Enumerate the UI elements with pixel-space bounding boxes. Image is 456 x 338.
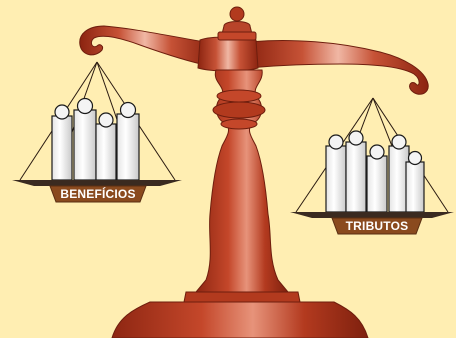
left-person-3: [95, 112, 117, 181]
left-pan-band: [49, 185, 147, 203]
scale-base: [111, 291, 369, 338]
right-person-2: [345, 130, 367, 213]
people-columns-icon-right: [325, 130, 425, 213]
left-pan-label: BENEFÍCIOS: [60, 186, 135, 201]
right-pan-band: [331, 217, 423, 235]
left-pan-assembly: BENEFÍCIOS: [12, 61, 182, 203]
left-person-4: [116, 101, 140, 181]
left-pan-rim: [12, 180, 182, 186]
right-person-4: [388, 134, 410, 213]
right-pan-rim: [290, 212, 454, 218]
left-person-2: [73, 97, 97, 181]
right-pan-assembly: TRIBUTOS: [290, 97, 454, 235]
right-person-3: [366, 144, 388, 213]
right-person-1: [325, 134, 347, 213]
scale-finial: [217, 6, 257, 41]
right-person-5: [405, 150, 425, 213]
scale-beam: [79, 25, 429, 95]
people-columns-icon: [51, 97, 140, 181]
right-pan-label: TRIBUTOS: [346, 219, 409, 233]
left-person-1: [51, 104, 73, 181]
scale-post: [194, 69, 290, 293]
